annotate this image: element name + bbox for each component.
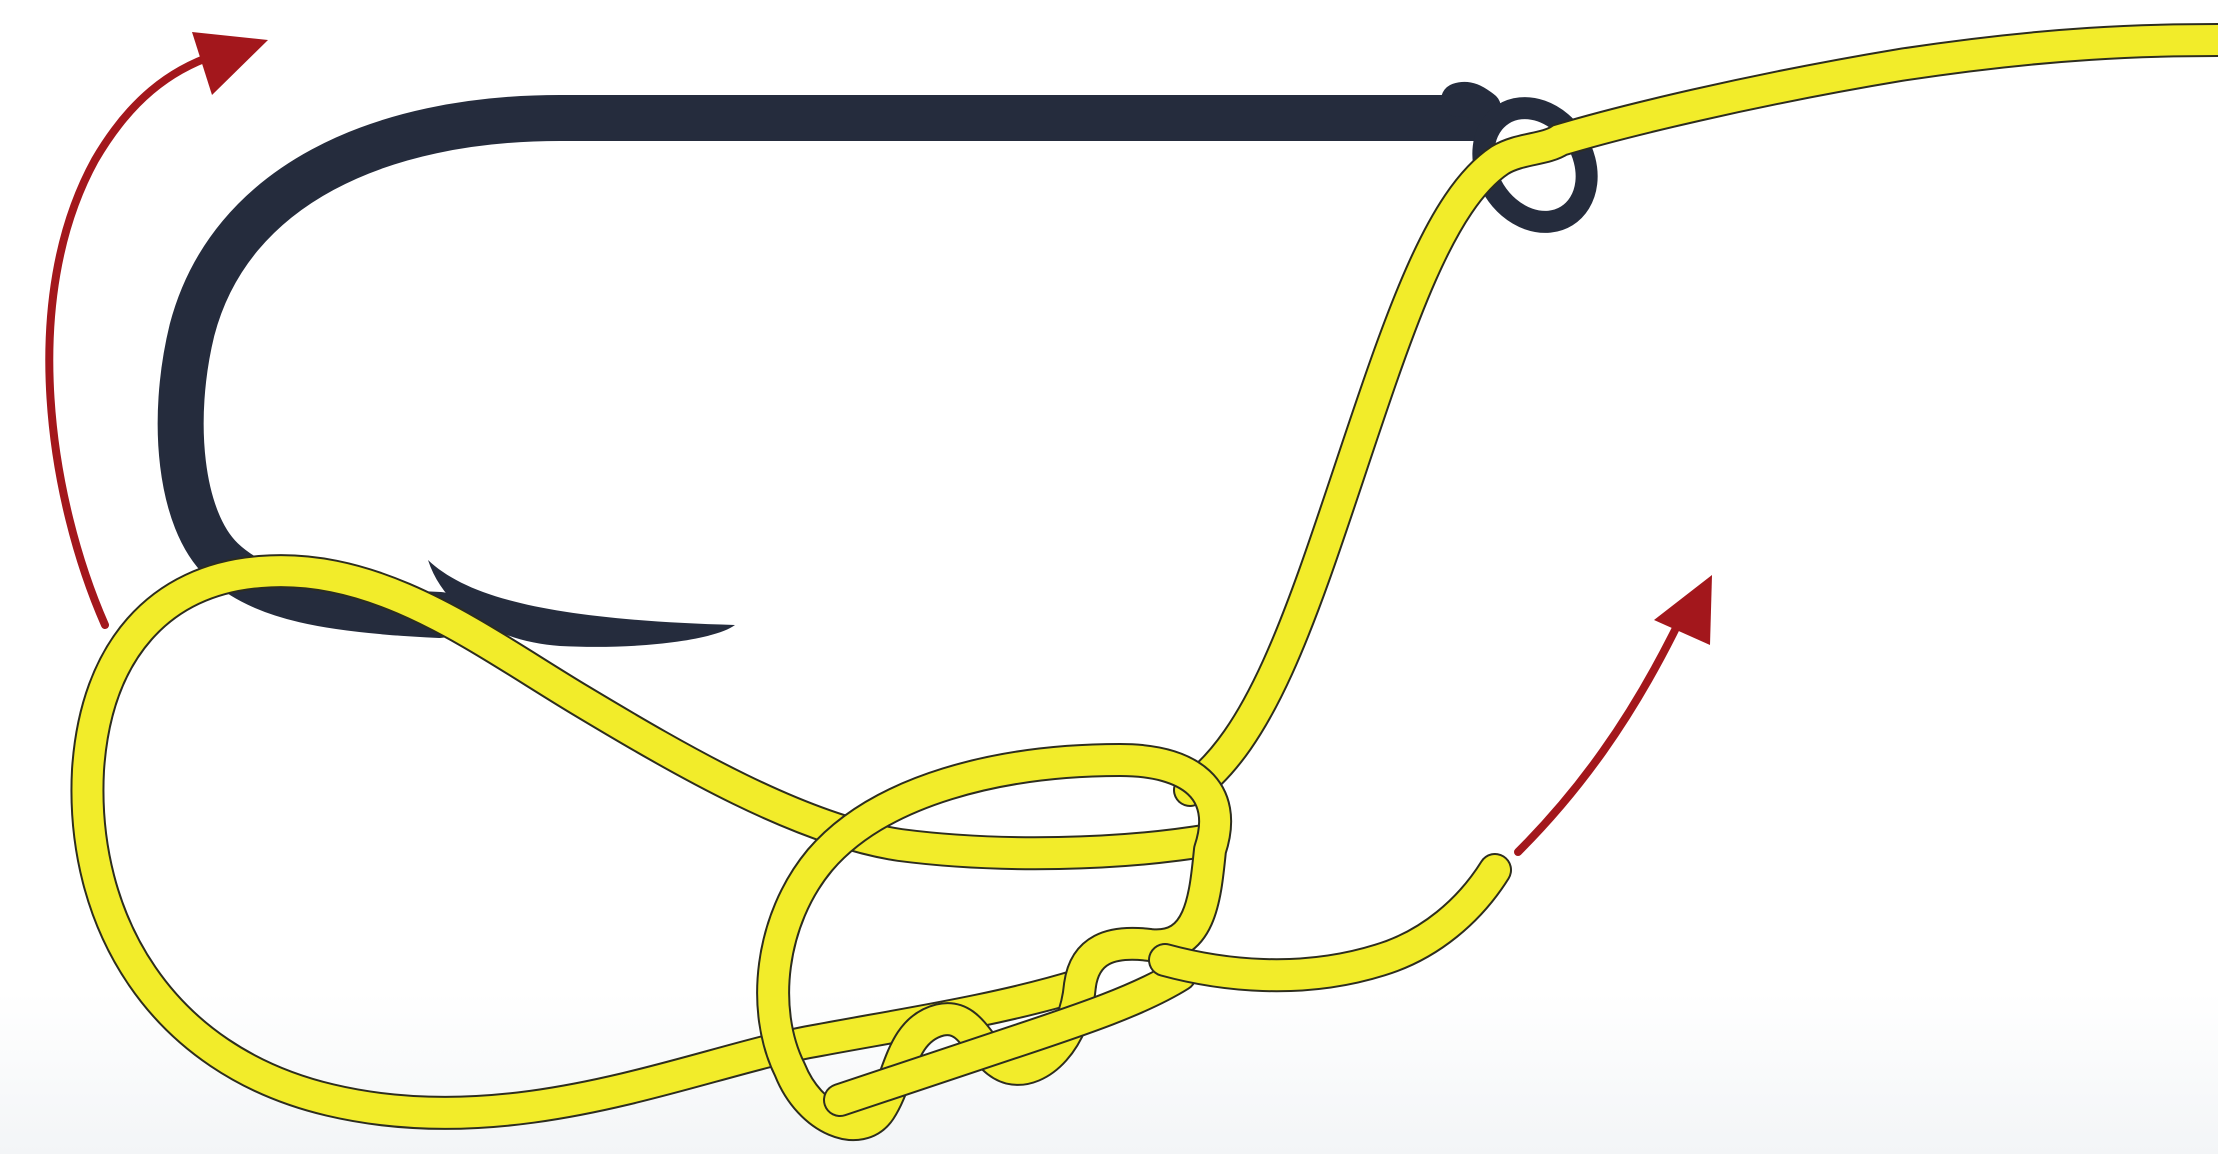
knot-diagram bbox=[0, 0, 2218, 1154]
